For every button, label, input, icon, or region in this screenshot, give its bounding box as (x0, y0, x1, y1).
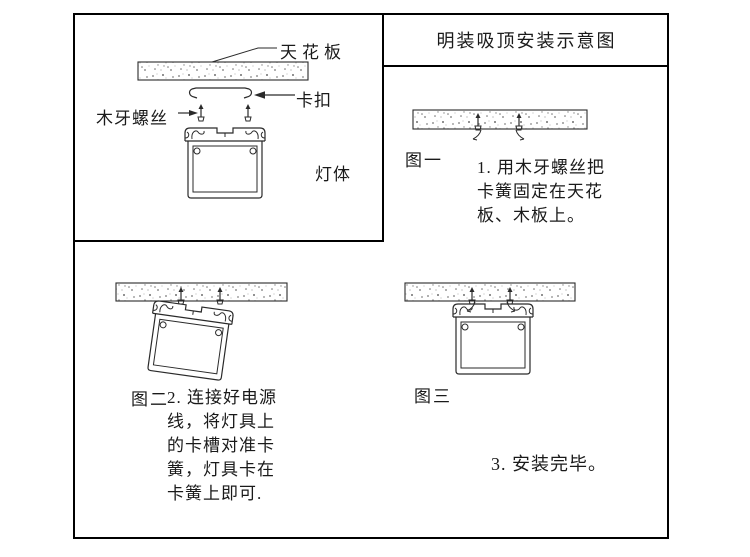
ceiling-board-drawing (115, 282, 288, 302)
figure1-drawing (412, 109, 588, 141)
wood-screw-icon (197, 103, 205, 122)
clip-drawing (188, 87, 253, 99)
ceiling-board-label: 天花板 (280, 43, 346, 62)
ceiling-board-drawing (404, 282, 576, 302)
ceiling-leader-line (211, 47, 277, 63)
figure1-caption: 图一 (405, 151, 443, 170)
lamp-profile-drawing (144, 299, 235, 382)
wood-screw-arrow (178, 110, 198, 116)
wood-screw-icon (244, 103, 252, 122)
figure3-drawing (404, 282, 576, 375)
buckle-label: 卡扣 (296, 91, 332, 110)
clip-arm-drawing (472, 129, 482, 141)
ceiling-board-drawing (137, 61, 309, 81)
lamp-profile-drawing (184, 127, 266, 199)
exploded-view-drawing (137, 47, 309, 199)
page-title: 明装吸顶安装示意图 (436, 31, 617, 51)
figure3-caption: 图三 (414, 387, 452, 406)
step1-text: 1. 用木牙螺丝把 卡簧固定在天花 板、木板上。 (477, 158, 605, 225)
detail-panel (73, 13, 384, 242)
wood-screw-label: 木牙螺丝 (96, 109, 168, 128)
lamp-profile-drawing (452, 303, 534, 375)
figure2-caption: 图二 (131, 390, 169, 409)
title-box: 明装吸顶安装示意图 (384, 15, 669, 67)
lamp-body-label: 灯体 (315, 165, 351, 184)
clip-arm-drawing (515, 129, 525, 141)
step2-text: 2. 连接好电源 线，将灯具上 的卡槽对准卡 簧，灯具卡在 卡簧上即可. (167, 388, 277, 503)
buckle-arrow (254, 91, 295, 99)
ceiling-board-drawing (412, 109, 588, 130)
figure2-drawing (115, 282, 288, 382)
step3-text: 3. 安装完毕。 (491, 454, 607, 474)
